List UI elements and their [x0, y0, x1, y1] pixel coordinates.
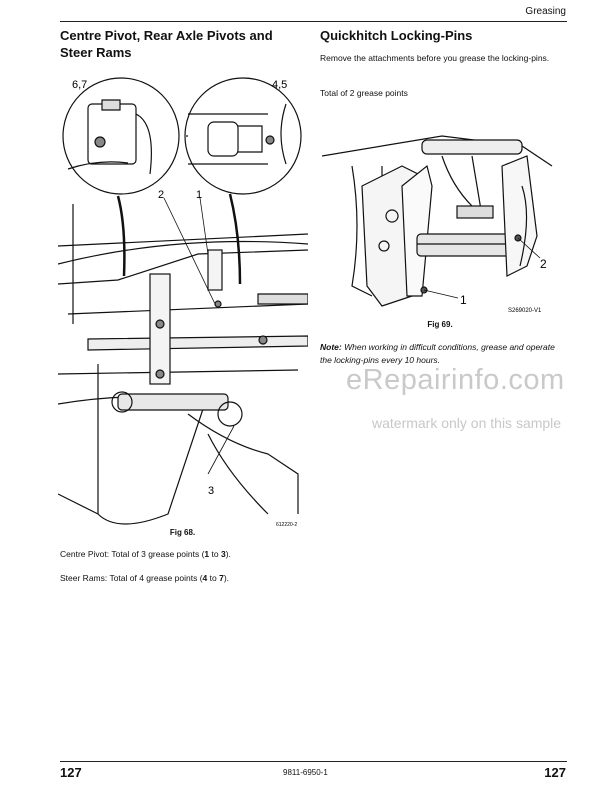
watermark-main: eRepairinfo.com: [346, 364, 565, 396]
fig68-callout-3: 3: [208, 485, 214, 497]
fig68-callout-2: 2: [158, 189, 164, 201]
document-number: 9811-6950-1: [283, 768, 328, 777]
fig68-callout-6-7: 6,7: [72, 79, 87, 91]
watermark-sub: watermark only on this sample: [372, 415, 562, 431]
fig68-callout-1: 1: [196, 189, 202, 201]
fig69-code: S269020-V1: [508, 308, 542, 314]
right-intro: Remove the attachments before you grease…: [320, 53, 550, 63]
right-heading: Quickhitch Locking-Pins: [320, 28, 473, 43]
header-rule: [60, 21, 567, 22]
fig69-callout-2: 2: [540, 257, 547, 271]
fig68-code: 612220-2: [276, 522, 297, 528]
fig68-caption: Fig 68.: [169, 528, 196, 537]
page-number-right: 127: [544, 765, 566, 780]
right-total: Total of 2 grease points: [320, 88, 408, 98]
section-title: Greasing: [525, 6, 566, 17]
left-heading: Centre Pivot, Rear Axle Pivots and Steer…: [60, 28, 273, 60]
fig69-callout-1: 1: [460, 293, 467, 307]
fig69-caption: Fig 69.: [427, 320, 453, 329]
fig69-illustration: 1 2 S269020-V1: [322, 135, 553, 314]
right-note: Note: When working in difficult conditio…: [320, 342, 555, 365]
left-paragraph-steer-rams: Steer Rams: Total of 4 grease points (4 …: [60, 573, 230, 583]
left-paragraph-centre-pivot: Centre Pivot: Total of 3 grease points (…: [60, 549, 231, 559]
footer-rule: [60, 761, 567, 762]
fig68-illustration: 6,7 4,5 2 1 3 612220-2: [58, 77, 308, 528]
page-number-left: 127: [60, 765, 82, 780]
fig68-callout-4-5: 4,5: [272, 79, 287, 91]
